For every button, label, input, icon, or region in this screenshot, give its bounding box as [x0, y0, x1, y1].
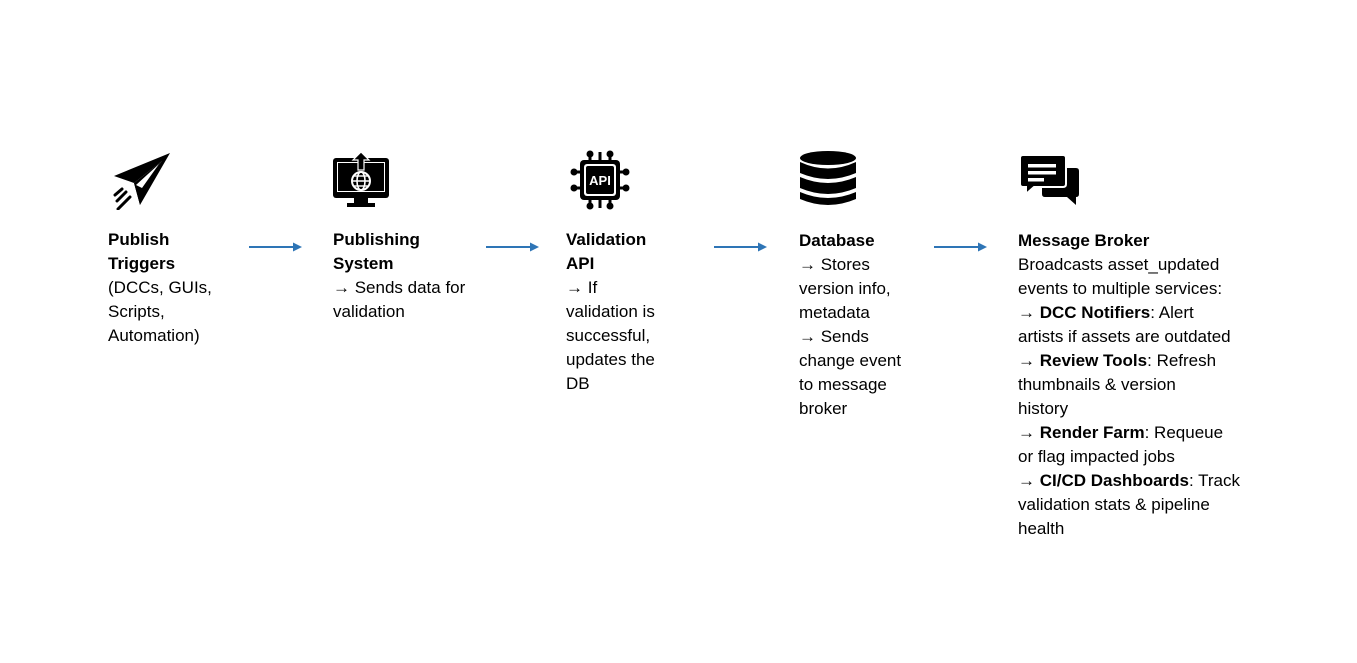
svg-text:API: API [589, 173, 611, 188]
body-line: to message [799, 375, 887, 394]
flow-arrow-2 [486, 241, 540, 253]
step-title: Publishing System [333, 228, 493, 276]
flow-arrow-1 [249, 241, 303, 253]
step-title: Publish Triggers [108, 228, 248, 276]
service-name: Render Farm [1039, 423, 1145, 442]
database-icon [799, 151, 857, 207]
arrow-glyph: → [1018, 351, 1040, 370]
title-line: Database [799, 231, 875, 250]
service-desc-line: thumbnails & version [1018, 375, 1176, 394]
body-line: metadata [799, 303, 870, 322]
monitor-globe-upload-icon [332, 152, 390, 208]
body-line: validation [333, 302, 405, 321]
body-line: (DCCs, GUIs, [108, 278, 212, 297]
service-desc-line: artists if assets are outdated [1018, 327, 1231, 346]
arrow-glyph: → [1018, 303, 1040, 322]
body-line: successful, [566, 326, 651, 345]
service-desc-line: or flag impacted jobs [1018, 447, 1175, 466]
service-render-farm: → Render Farm: Requeue [1018, 421, 1318, 445]
title-line: Publish [108, 230, 170, 249]
title-line: Publishing [333, 230, 420, 249]
service-desc: : Requeue [1144, 423, 1224, 442]
step-validation-api: Validation API → If validation is succes… [566, 228, 706, 396]
arrow-glyph: → [1018, 423, 1040, 442]
body-line: → Sends data for [333, 278, 466, 297]
step-publish-triggers: Publish Triggers (DCCs, GUIs, Scripts, A… [108, 228, 248, 348]
service-desc-line: health [1018, 519, 1065, 538]
service-review-tools: → Review Tools: Refresh [1018, 349, 1318, 373]
step-message-broker: Message Broker Broadcasts asset_updated … [1018, 229, 1318, 541]
body-line: validation is [566, 302, 655, 321]
body-line: events to multiple services: [1018, 279, 1223, 298]
body-line: Automation) [108, 326, 200, 345]
body-line: Broadcasts asset_updated [1018, 255, 1220, 274]
title-line: API [566, 254, 595, 273]
service-dcc-notifiers: → DCC Notifiers: Alert [1018, 301, 1318, 325]
chat-bubbles-icon [1020, 154, 1080, 206]
title-line: Message Broker [1018, 231, 1150, 250]
api-chip-icon: API [570, 150, 630, 210]
body-line: DB [566, 374, 590, 393]
service-desc: : Track [1188, 471, 1240, 490]
service-desc: : Alert [1150, 303, 1194, 322]
service-desc: : Refresh [1147, 351, 1217, 370]
title-line: Triggers [108, 254, 176, 273]
title-line: System [333, 254, 394, 273]
body-line: Scripts, [108, 302, 165, 321]
flow-arrow-4 [934, 241, 988, 253]
body-line: version info, [799, 279, 891, 298]
arrow-glyph: → [1018, 471, 1040, 490]
service-cicd-dashboards: → CI/CD Dashboards: Track [1018, 469, 1318, 493]
step-publishing-system: Publishing System → Sends data for valid… [333, 228, 493, 324]
step-title: Validation API [566, 228, 706, 276]
body-line: → Sends [799, 327, 869, 346]
body-line: updates the [566, 350, 655, 369]
service-name: CI/CD Dashboards [1039, 471, 1189, 490]
body-line: broker [799, 399, 848, 418]
step-title: Database [799, 229, 939, 253]
body-line: → If [566, 278, 598, 297]
service-desc-line: validation stats & pipeline [1018, 495, 1210, 514]
flow-arrow-3 [714, 241, 768, 253]
body-line: change event [799, 351, 902, 370]
paper-plane-icon [112, 152, 172, 210]
service-name: DCC Notifiers [1039, 303, 1151, 322]
service-name: Review Tools [1039, 351, 1148, 370]
title-line: Validation [566, 230, 647, 249]
service-desc-line: history [1018, 399, 1069, 418]
step-database: Database → Stores version info, metadata… [799, 229, 939, 421]
step-title: Message Broker [1018, 229, 1318, 253]
body-line: → Stores [799, 255, 870, 274]
